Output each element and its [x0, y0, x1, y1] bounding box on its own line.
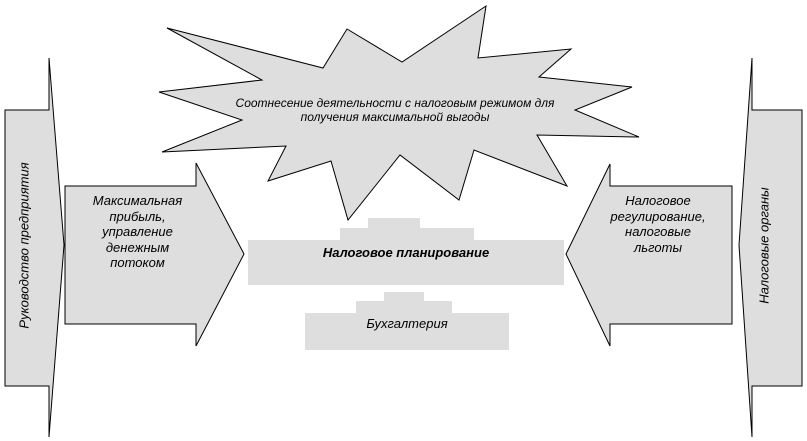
right-arrow-label: Налоговое регулирование, налоговые льгот…	[610, 193, 706, 255]
center-box-label: Налоговое планирование	[322, 245, 490, 260]
right-column-shape	[738, 57, 803, 438]
left-arrow-label: Максимальная прибыль, управление денежны…	[92, 193, 183, 271]
right-arrow-shape	[565, 163, 733, 347]
lower-up-arrow-shape	[356, 292, 452, 313]
left-column-label: Руководство предприятия	[16, 162, 32, 329]
bottom-box-shape	[305, 313, 509, 350]
upper-up-arrow-shape	[340, 218, 474, 240]
left-arrow-shape	[64, 162, 245, 347]
bottom-box-label: Бухгалтерия	[366, 316, 448, 331]
burst-shape	[158, 4, 640, 222]
right-column-label: Налоговые органы	[756, 187, 772, 304]
left-column-shape	[4, 57, 65, 438]
center-box-shape	[248, 240, 564, 285]
burst-label: Соотнесение деятельности с налоговым реж…	[235, 96, 555, 125]
